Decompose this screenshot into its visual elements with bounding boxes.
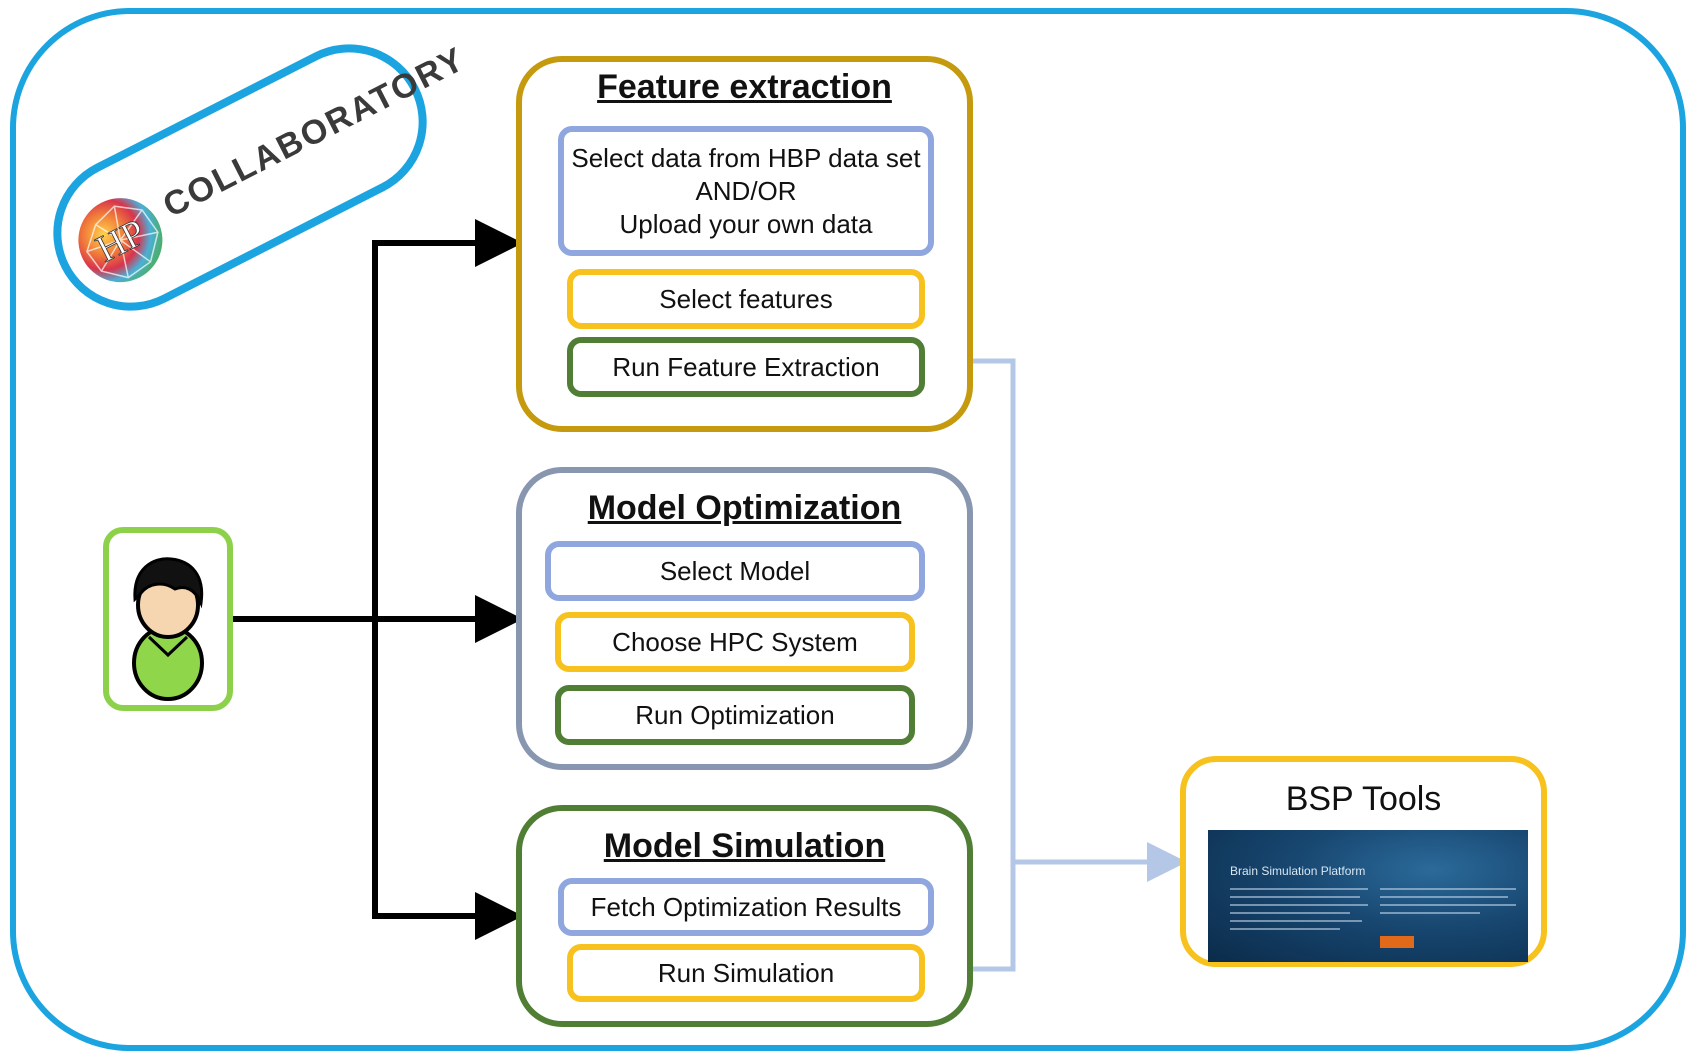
bsp-screenshot: Brain Simulation Platform — [1208, 830, 1528, 962]
run-feature-extraction-step[interactable]: Run Feature Extraction — [567, 337, 925, 397]
model-simulation-title: Model Simulation — [603, 827, 886, 865]
model-optimization-panel: Model Optimization Select Model Choose H… — [516, 467, 973, 770]
bsp-tools-panel[interactable]: BSP Tools Brain Simulation Platform — [1180, 756, 1547, 967]
bsp-tools-title: BSP Tools — [1285, 780, 1442, 818]
user-avatar-icon — [132, 557, 204, 701]
upload-data-label: Upload your own data — [619, 208, 873, 239]
user-box[interactable] — [103, 527, 233, 711]
outer-frame — [10, 8, 1686, 1051]
model-simulation-panel: Model Simulation Fetch Optimization Resu… — [516, 805, 973, 1027]
model-optimization-title: Model Optimization — [587, 489, 902, 527]
select-model-step[interactable]: Select Model — [545, 541, 925, 601]
select-features-step[interactable]: Select features — [567, 269, 925, 329]
run-optimization-step[interactable]: Run Optimization — [555, 685, 915, 745]
feature-extraction-title: Feature extraction — [597, 68, 892, 106]
choose-hpc-step[interactable]: Choose HPC System — [555, 612, 915, 672]
select-data-step[interactable]: Select data from HBP data set AND/OR Upl… — [558, 126, 934, 256]
hbp-brain-icon: HP — [78, 198, 163, 283]
bsp-screenshot-title: Brain Simulation Platform — [1230, 864, 1366, 878]
bsp-screenshot-button — [1380, 936, 1414, 948]
fetch-results-step[interactable]: Fetch Optimization Results — [558, 878, 934, 936]
run-simulation-step[interactable]: Run Simulation — [567, 944, 925, 1002]
collaboratory-logo[interactable]: HP COLLABORATORY — [26, 17, 471, 338]
select-data-label: Select data from HBP data set — [571, 142, 921, 173]
feature-extraction-panel: Feature extraction Select data from HBP … — [516, 56, 973, 432]
and-or-label: AND/OR — [695, 175, 797, 206]
